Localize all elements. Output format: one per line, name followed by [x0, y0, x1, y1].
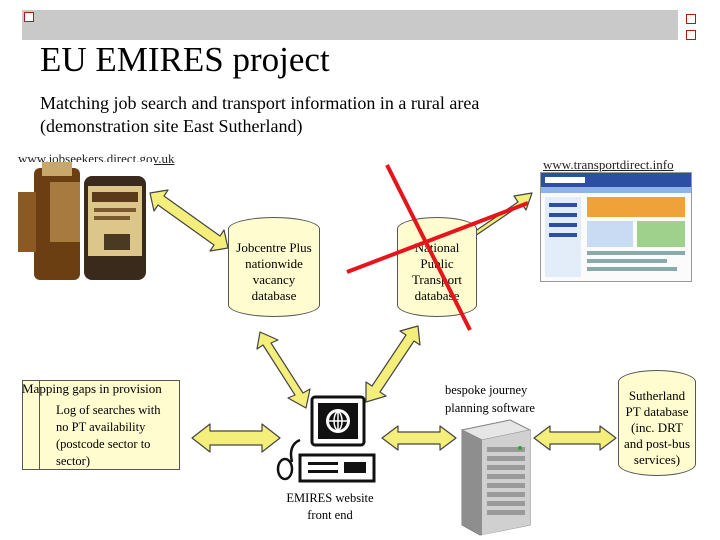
national-pt-database: National Public Transport database: [397, 217, 477, 317]
db-label-line: and post-bus: [624, 436, 690, 452]
db-label-line: PT database: [624, 404, 690, 420]
db-label-line: Public: [412, 256, 462, 272]
computer-icon: [278, 397, 374, 481]
db-label-line: Sutherland: [624, 388, 690, 404]
arrow-jobsite-jobcentre: [150, 190, 228, 251]
gaps-line: Log of searches with: [56, 402, 196, 419]
db-label-line: (inc. DRT: [624, 420, 690, 436]
db-label-line: Transport: [412, 272, 462, 288]
gaps-line: sector): [56, 453, 196, 470]
gaps-title: Mapping gaps in provision: [22, 381, 162, 397]
label-line: EMIRES website: [270, 490, 390, 507]
label-line: bespoke journey: [445, 381, 535, 399]
db-label-line: Jobcentre Plus: [236, 240, 311, 256]
arrow-server-sutherland: [534, 426, 616, 450]
sutherland-pt-database: Sutherland PT database (inc. DRT and pos…: [618, 370, 696, 476]
server-icon: [462, 420, 530, 535]
gaps-line: no PT availability: [56, 419, 196, 436]
db-label-line: services): [624, 452, 690, 468]
arrow-jobcentre-website: [257, 332, 310, 408]
db-label-line: database: [412, 288, 462, 304]
db-label-line: database: [236, 288, 311, 304]
gaps-description: Log of searches with no PT availability …: [56, 402, 196, 470]
arrow-gaps-website: [192, 424, 280, 452]
label-line: planning software: [445, 399, 535, 417]
website-frontend-label: EMIRES website front end: [270, 490, 390, 524]
db-label-line: National: [412, 240, 462, 256]
db-label-line: vacancy: [236, 272, 311, 288]
db-label-line: nationwide: [236, 256, 311, 272]
label-line: front end: [270, 507, 390, 524]
arrow-ptdb-website: [366, 326, 420, 402]
arrow-website-server: [382, 426, 456, 450]
bespoke-software-label: bespoke journey planning software: [445, 381, 535, 417]
jobcentre-database: Jobcentre Plus nationwide vacancy databa…: [228, 217, 320, 317]
gaps-line: (postcode sector to: [56, 436, 196, 453]
